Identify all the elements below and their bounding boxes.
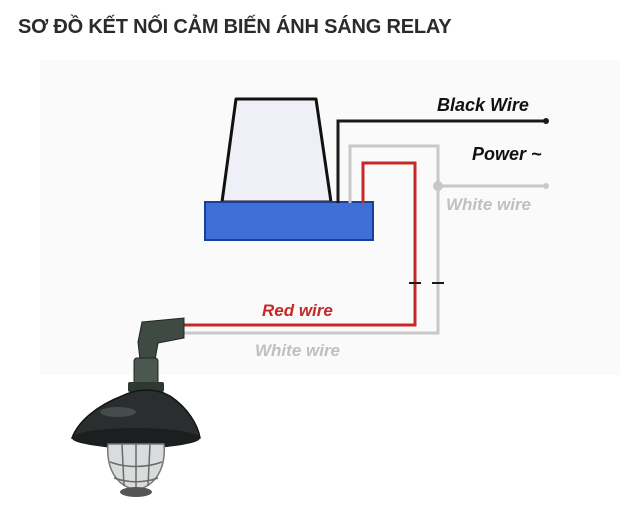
- lamp-bracket: [137, 317, 185, 361]
- lamp-glass-base: [120, 487, 152, 497]
- black-wire: [336, 119, 546, 203]
- lamp-fixture: [71, 317, 201, 497]
- white-wire-sensor: [178, 144, 440, 335]
- label-white-wire-right: White wire: [446, 195, 531, 214]
- lamp-neck-collar: [128, 382, 164, 392]
- label-white-wire-bottom: White wire: [255, 341, 340, 360]
- light-sensor: [204, 97, 374, 241]
- page-title: SƠ ĐỒ KẾT NỐI CẢM BIẾN ÁNH SÁNG RELAY: [18, 16, 452, 38]
- lamp-cage: [109, 443, 163, 490]
- sensor-dome: [220, 97, 333, 204]
- lamp-shade-highlight: [100, 407, 136, 417]
- sensor-base: [204, 201, 374, 241]
- white-wire-junction: [433, 181, 443, 191]
- label-black-wire: Black Wire: [437, 95, 529, 115]
- red-wire: [178, 161, 417, 327]
- label-red-wire: Red wire: [262, 301, 333, 320]
- lamp-shade-rim: [72, 428, 200, 448]
- white-wire-terminal: [543, 183, 549, 189]
- label-power: Power ~: [472, 144, 542, 164]
- lamp-neck: [133, 357, 159, 385]
- black-wire-terminal: [543, 118, 549, 124]
